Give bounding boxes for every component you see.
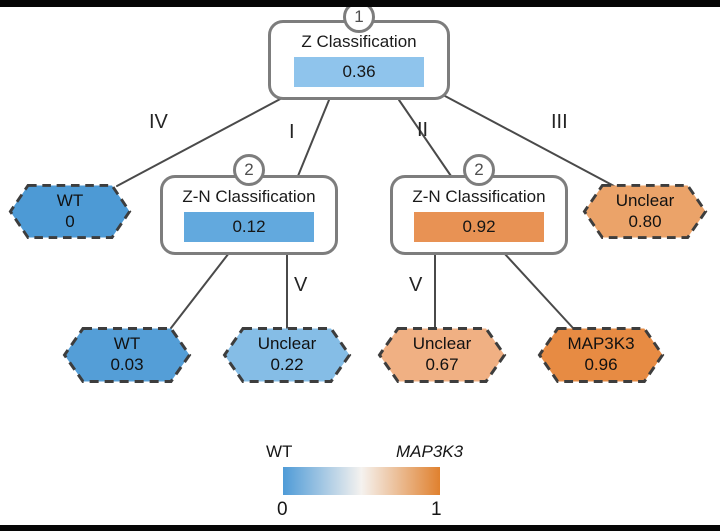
- leaf-score: 0.80: [628, 211, 662, 231]
- step-2-badge: 2: [463, 154, 495, 186]
- edge-right-diagonal: [503, 252, 574, 329]
- leaf-score: 0.22: [270, 355, 304, 374]
- leaf-text: Unclear 0.22: [222, 326, 352, 384]
- branch-label-ii: II: [417, 119, 429, 141]
- leaf-score: 0.03: [110, 355, 144, 374]
- branch-label-i: I: [289, 121, 295, 143]
- leaf-text: Unclear 0.80: [582, 183, 708, 240]
- decision-node-z: 1 Z Classification 0.36: [268, 1, 450, 100]
- edge-ii: [398, 99, 452, 177]
- node-title: Z Classification: [301, 32, 417, 51]
- node-title: Z-N Classification: [182, 187, 316, 206]
- branch-label-iii: III: [551, 111, 568, 133]
- node-score-bar: 0.36: [294, 57, 424, 87]
- legend-gradient-bar: [283, 467, 440, 495]
- branch-label-v-right: V: [409, 274, 423, 296]
- leaf-unclear-022: Unclear 0.22: [222, 326, 352, 384]
- top-frame-bar: [0, 0, 720, 7]
- leaf-score: 0.96: [584, 355, 618, 374]
- leaf-unclear-067: Unclear 0.67: [377, 326, 507, 384]
- hexagon-shape: [222, 327, 352, 383]
- step-2-badge: 2: [233, 154, 265, 186]
- hexagon-shape: [537, 327, 665, 383]
- bottom-frame-bar: [0, 525, 720, 531]
- leaf-score: 0: [65, 211, 75, 231]
- decision-node-zn-right: 2 Z-N Classification 0.92: [390, 154, 568, 255]
- leaf-text: WT 0: [8, 183, 132, 240]
- leaf-unclear-080: Unclear 0.80: [582, 183, 708, 240]
- hexagon-shape: [62, 327, 192, 383]
- legend-tick-max: 1: [431, 499, 442, 520]
- leaf-wt-003: WT 0.03: [62, 326, 192, 384]
- decision-node-zn-left: 2 Z-N Classification 0.12: [160, 154, 338, 255]
- edge-iv: [116, 96, 285, 187]
- leaf-class: Unclear: [412, 334, 472, 354]
- legend-label-wt: WT: [266, 442, 293, 461]
- leaf-class: Unclear: [615, 190, 675, 210]
- leaf-class: MAP3K3: [567, 334, 635, 354]
- node-score-bar: 0.12: [184, 212, 314, 242]
- leaf-text: WT 0.03: [62, 326, 192, 384]
- node-title: Z-N Classification: [412, 187, 546, 206]
- leaf-score: 0.67: [425, 355, 459, 374]
- leaf-text: Unclear 0.67: [377, 326, 507, 384]
- branch-label-v-left: V: [294, 274, 308, 296]
- leaf-class: WT: [56, 190, 84, 210]
- branch-label-iv: IV: [149, 111, 168, 133]
- hexagon-shape: [377, 327, 507, 383]
- leaf-text: MAP3K3 0.96: [537, 326, 665, 384]
- leaf-map3k3-096: MAP3K3 0.96: [537, 326, 665, 384]
- edge-left-diagonal: [170, 252, 230, 329]
- leaf-wt-0: WT 0: [8, 183, 132, 240]
- node-score-bar: 0.92: [414, 212, 544, 242]
- legend-tick-min: 0: [277, 499, 288, 520]
- edge-iii: [444, 95, 615, 187]
- legend-label-map3k3: MAP3K3: [396, 442, 464, 461]
- leaf-class: Unclear: [257, 334, 317, 354]
- hexagon-shape: [8, 183, 132, 240]
- hexagon-shape: [582, 183, 708, 240]
- edge-i: [297, 99, 330, 177]
- leaf-class: WT: [113, 334, 141, 354]
